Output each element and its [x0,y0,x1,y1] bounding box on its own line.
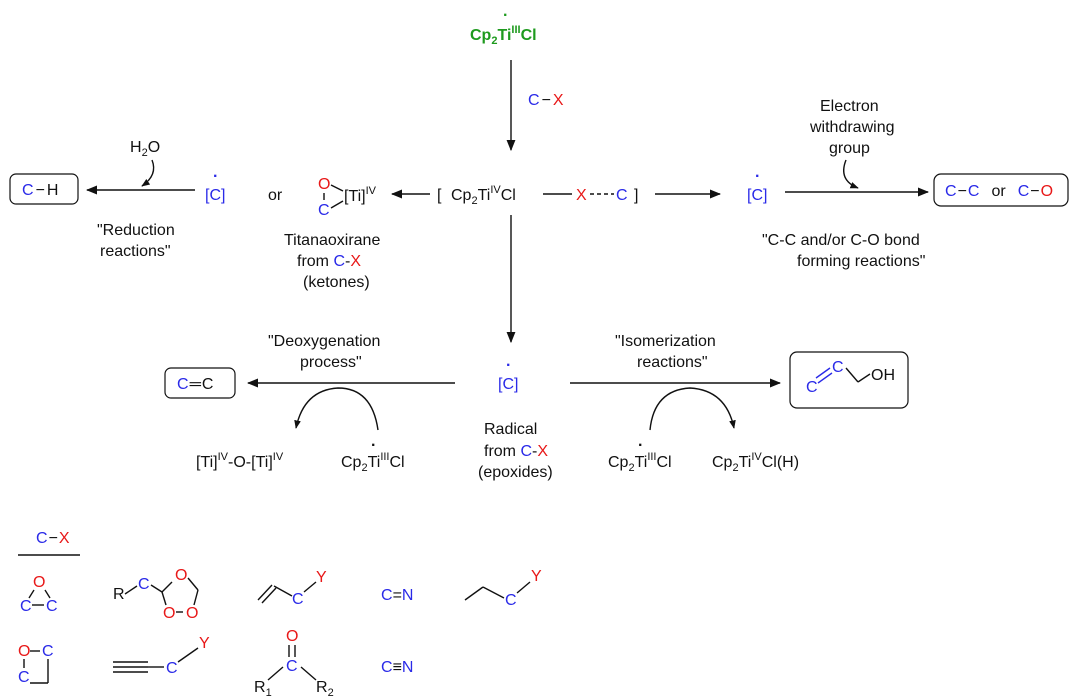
svg-text:O: O [318,176,330,193]
legend-alkyl: C Y [464,568,542,609]
legend-propargyl: C Y [113,635,210,677]
svg-text:C: C [292,591,304,608]
isomerization-reagent-dot: · [638,437,643,454]
svg-text:O: O [186,605,198,622]
radical-left: [C] · [205,168,225,204]
svg-text:R2: R2 [316,679,334,698]
isomerization-caption-2: reactions" [637,354,708,371]
bond-forming-caption-1: "C-C and/or C-O bond [762,232,920,249]
titanaoxirane-caption-1: Titanaoxirane [284,232,380,249]
svg-text:C=N: C=N [381,587,413,604]
svg-text:X: X [576,187,587,204]
legend-epoxide: O C C [20,574,58,615]
svg-text:R: R [113,586,125,603]
svg-text:Y: Y [316,569,327,586]
radical-caption-1: Radical [484,421,537,438]
bond-forming-product-box [933,173,1069,207]
ewg-curved-arrow [843,159,859,189]
svg-text:C≡N: C≡N [381,659,413,676]
svg-text:C: C [806,379,818,396]
titanium-complex: [ Cp2TiIVCl X C ] [437,184,638,207]
svg-text:C: C [138,576,150,593]
deoxygenation-caption-2: process" [300,354,362,371]
svg-text:·: · [755,168,760,185]
svg-text:R1: R1 [254,679,272,698]
svg-text:O: O [33,574,45,591]
or-label: or [268,187,283,204]
deoxygenation-product-box [164,367,236,399]
svg-text:O: O [18,643,30,660]
radical-dot: · [503,7,508,24]
isomerization-reagent: Cp2TiIIICl [608,451,672,474]
ewg-label-3: group [829,140,870,157]
svg-text:C: C [166,660,178,677]
radical-caption-2: from C-X [484,443,548,460]
titanocene-reagent: Cp2TiIIICl · [470,7,537,47]
svg-text:Cp2TiIVCl: Cp2TiIVCl [451,184,516,207]
radical-center: [C] · [498,357,518,393]
legend-oxetane: O C C [18,643,54,686]
svg-text:C: C [616,187,628,204]
ewg-label-1: Electron [820,98,879,115]
svg-text:O: O [286,628,298,645]
svg-text:]: ] [634,187,638,204]
legend-allyl: C Y [257,569,327,608]
cx-label: C−X [528,92,564,109]
reduction-caption-1: "Reduction [97,222,175,239]
reduction-product: C−H [22,182,58,199]
deoxygenation-caption-1: "Deoxygenation [268,333,380,350]
water-label: H2O [130,139,160,159]
titanaoxirane-caption-2: from C-X [297,253,361,270]
svg-text:Y: Y [531,568,542,585]
deoxygenation-byproduct: [Ti]IV-O-[Ti]IV [196,451,284,471]
legend-title: C−X [36,530,70,547]
svg-text:[C]: [C] [205,187,225,204]
svg-text:C: C [286,658,298,675]
deoxygenation-curved-arrow [294,387,379,431]
svg-text:C: C [832,359,844,376]
svg-text:Cp2TiIIICl: Cp2TiIIICl [470,24,537,47]
deoxygenation-reagent: Cp2TiIIICl [341,451,405,474]
isomerization-caption-1: "Isomerization [615,333,716,350]
svg-text:O: O [175,567,187,584]
svg-text:[C]: [C] [747,187,767,204]
legend-nitrile: C≡N [381,659,413,676]
radical-right: [C] · [747,168,767,204]
svg-text:C: C [20,598,32,615]
deoxygenation-reagent-dot: · [371,437,376,454]
svg-text:[: [ [437,187,442,204]
svg-text:C: C [46,598,58,615]
svg-text:[Ti]IV: [Ti]IV [344,185,377,205]
ewg-label-2: withdrawing [809,119,894,136]
reduction-caption-2: reactions" [100,243,171,260]
isomerization-byproduct: Cp2TiIVCl(H) [712,451,799,474]
svg-text:C: C [42,643,54,660]
isomerization-product-box [789,351,909,409]
reduction-product-box [9,173,79,205]
titanaoxirane: O C [Ti]IV [318,176,377,219]
deoxygenation-product: C═C [177,376,213,393]
titanaoxirane-caption-3: (ketones) [303,274,370,291]
legend-imine: C=N [381,587,413,604]
legend-ketone: O C R1 R2 [254,628,334,698]
svg-text:[C]: [C] [498,376,518,393]
svg-text:OH: OH [871,367,895,384]
radical-caption-3: (epoxides) [478,464,553,481]
legend-ozonide: R C O O O [113,567,199,622]
svg-text:C: C [18,669,30,686]
svg-text:·: · [213,168,218,185]
svg-text:C: C [505,592,517,609]
svg-text:·: · [506,357,511,374]
svg-text:C: C [318,202,330,219]
water-curved-arrow [141,159,155,187]
isomerization-curved-arrow [649,387,736,431]
svg-text:O: O [163,605,175,622]
bond-forming-caption-2: forming reactions" [797,253,925,270]
allylic-alcohol-product: C C OH [806,359,895,396]
svg-text:Y: Y [199,635,210,652]
